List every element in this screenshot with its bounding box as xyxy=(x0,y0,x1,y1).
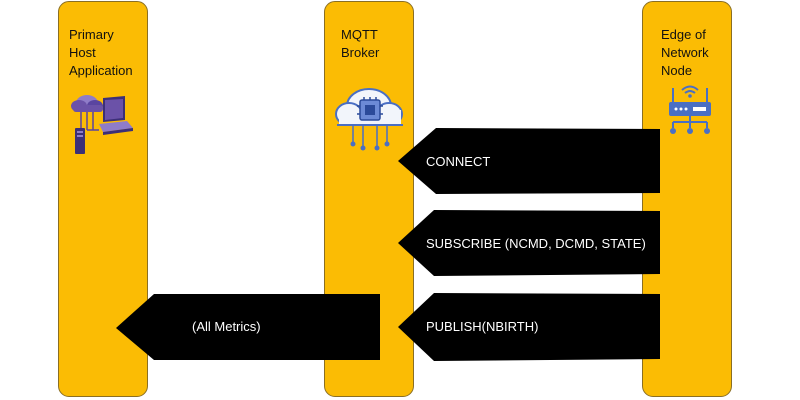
message-label-all-metrics: (All Metrics) xyxy=(192,319,261,334)
message-label-publish-nbirth: PUBLISH(NBIRTH) xyxy=(426,319,539,334)
router-icon xyxy=(665,82,715,143)
message-arrow-publish-nbirth: PUBLISH(NBIRTH) xyxy=(398,293,662,361)
message-label-connect: CONNECT xyxy=(426,154,491,169)
lane-title-primary-host: Primary Host Application xyxy=(69,27,133,78)
message-arrow-connect: CONNECT xyxy=(398,128,662,194)
message-label-subscribe: SUBSCRIBE (NCMD, DCMD, STATE) xyxy=(426,236,646,251)
message-arrow-all-metrics: (All Metrics) xyxy=(116,294,380,360)
lane-title-mqtt-broker: MQTT Broker xyxy=(341,27,380,60)
cloud-computer-icon xyxy=(69,90,135,163)
lane-primary-host: Primary Host Application xyxy=(58,1,148,397)
lane-title-edge-node: Edge of Network Node xyxy=(661,27,709,78)
cloud-chip-icon xyxy=(331,84,409,159)
message-arrow-subscribe: SUBSCRIBE (NCMD, DCMD, STATE) xyxy=(398,210,662,276)
